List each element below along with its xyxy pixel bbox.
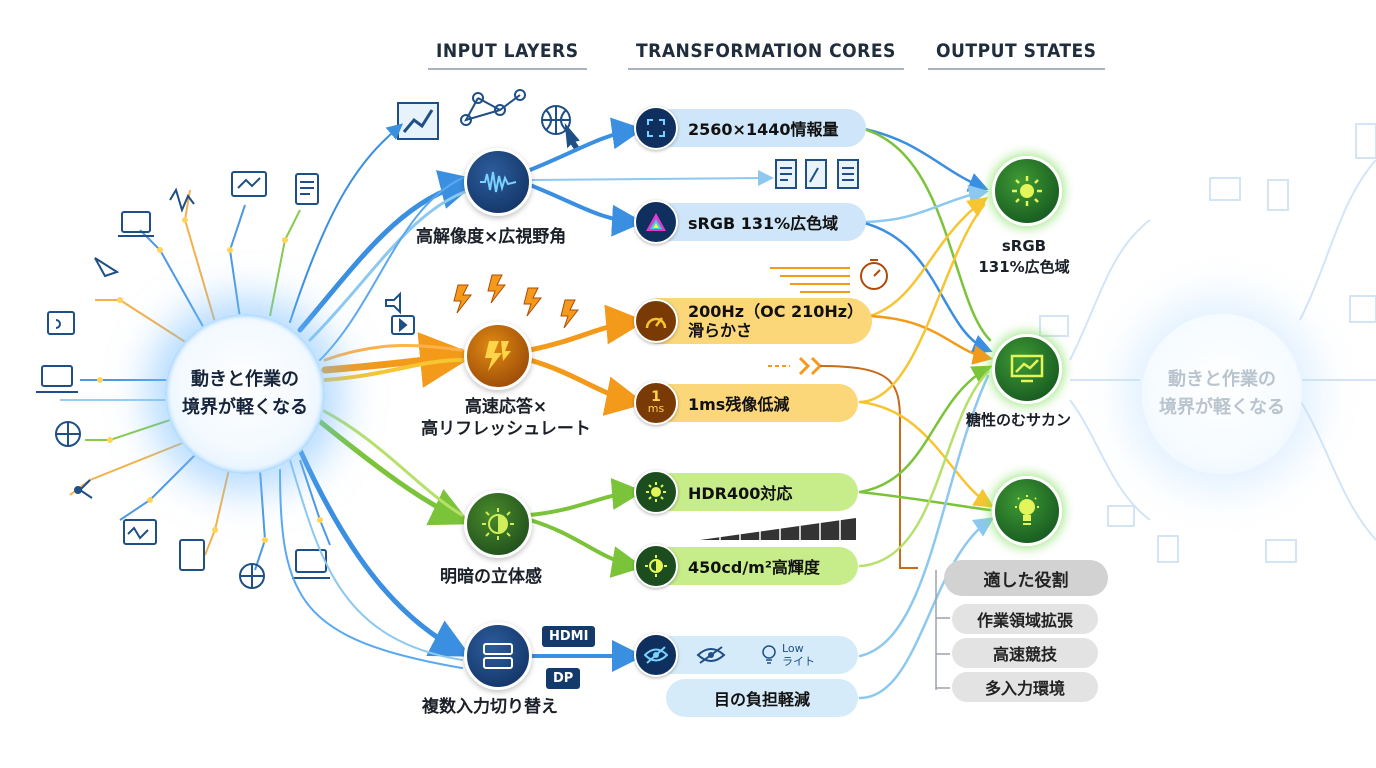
role-connector-line [819,365,918,569]
lightbulb-outline-icon [762,645,776,664]
core-resolution: 2560×1440情報量 [634,106,866,150]
output-node-work [992,334,1062,404]
core-resolution-label: 2560×1440情報量 [688,120,839,139]
core-color-gamut: sRGB 131%広色域 [634,200,866,244]
dp-tag: DP [546,668,581,689]
color-wheel-icon [634,200,678,244]
core-eye-strain-label: 目の負担軽減 [713,690,810,709]
waveform-icon [480,171,517,193]
low-light-label: Low ライト [782,642,815,668]
input-node-resolution [464,148,532,216]
output-label-color-line2: 131%広色域 [978,258,1070,276]
column-header-input: INPUT LAYERS [428,40,587,70]
input-label-speed-line2: 高リフレッシュレート [421,419,591,439]
output-label-color: sRGB 131%広色域 [964,236,1084,278]
monitor-chart-icon [1010,354,1044,383]
core-refresh-rate-line1: 200Hz（OC 210Hz） [688,302,864,321]
hub-title-line2: 境界が軽くなる [182,397,308,418]
speedometer-icon [634,299,678,343]
core-eye-strain: 目の負担軽減 [666,679,858,717]
input-label-ports: 複数入力切り替え [422,697,558,717]
expand-icon [634,106,678,150]
input-top-icons [397,89,580,151]
eye-slash-outline-icon [696,646,726,664]
sun-icon [1012,176,1042,206]
eye-slash-icon [634,633,678,677]
role-item-gaming: 高速競技 [952,638,1098,668]
ghost-hub-line1: 動きと作業の [1168,369,1276,390]
half-sun-icon [634,544,678,588]
core-refresh-rate-line2: 滑らかさ [688,321,753,340]
core-refresh-rate: 200Hz（OC 210Hz） 滑らかさ [634,298,872,344]
input-label-resolution: 高解像度×広視野角 [416,227,567,247]
column-header-transform: TRANSFORMATION CORES [628,40,904,70]
1ms-icon-unit: ms [647,402,665,415]
ghost-hub: 動きと作業の 境界が軽くなる [1142,314,1302,474]
core-refresh-rate-text: 200Hz（OC 210Hz） 滑らかさ [688,302,863,340]
column-header-output: OUTPUT STATES [928,40,1104,70]
speed-lines [768,259,888,376]
output-label-work: 糖性のむサカン [966,411,1072,429]
hub-to-input-lines [279,123,480,669]
low-light-line1: Low [782,642,804,655]
left-circuit-dots [97,217,323,543]
roles-title: 適した役割 [944,560,1108,596]
input-node-ports [464,622,532,690]
central-hub: 動きと作業の 境界が軽くなる [165,314,325,474]
output-node-color [992,156,1062,226]
left-small-icons [36,171,415,589]
lightbulb-icon [1015,495,1039,525]
ghost-hub-line2: 境界が軽くなる [1159,397,1285,418]
contrast-icon [482,508,514,540]
1ms-icon-digit: 1 [651,389,661,405]
hub-title-line1: 動きと作業の [191,369,299,390]
brightness-gradient-bar [700,518,856,540]
core-color-gamut-label: sRGB 131%広色域 [688,214,839,233]
low-light-line2: ライト [782,655,815,668]
right-faded-rays [1039,123,1376,563]
core-eye-care-icons: Low ライト [634,633,858,677]
input-label-speed-line1: 高速応答× [464,397,548,417]
role-item-multi-input: 多入力環境 [952,672,1098,702]
core-brightness-label: 450cd/m²高輝度 [688,558,820,577]
sun-icon [634,470,678,514]
lightning-decorations [453,274,580,329]
input-to-core-lines [527,117,774,672]
input-label-speed: 高速応答× 高リフレッシュレート [416,396,596,440]
input-node-speed [464,322,532,390]
lightning-icon [485,341,511,371]
document-icons [775,159,859,189]
core-response-time-label: 1ms残像低減 [688,395,790,414]
input-node-contrast [464,490,532,558]
core-brightness: 450cd/m²高輝度 [634,544,858,588]
roles-bracket [935,570,950,690]
hdmi-port-icon [483,643,513,669]
core-to-output-lines [858,126,995,700]
input-label-contrast: 明暗の立体感 [440,567,542,587]
core-hdr-label: HDR400対応 [688,484,793,503]
core-hdr: HDR400対応 [634,470,858,514]
role-item-workspace: 作業領域拡張 [952,604,1098,634]
hdmi-tag: HDMI [542,626,596,647]
output-label-color-line1: sRGB [1001,237,1047,255]
output-node-idea [992,476,1062,546]
